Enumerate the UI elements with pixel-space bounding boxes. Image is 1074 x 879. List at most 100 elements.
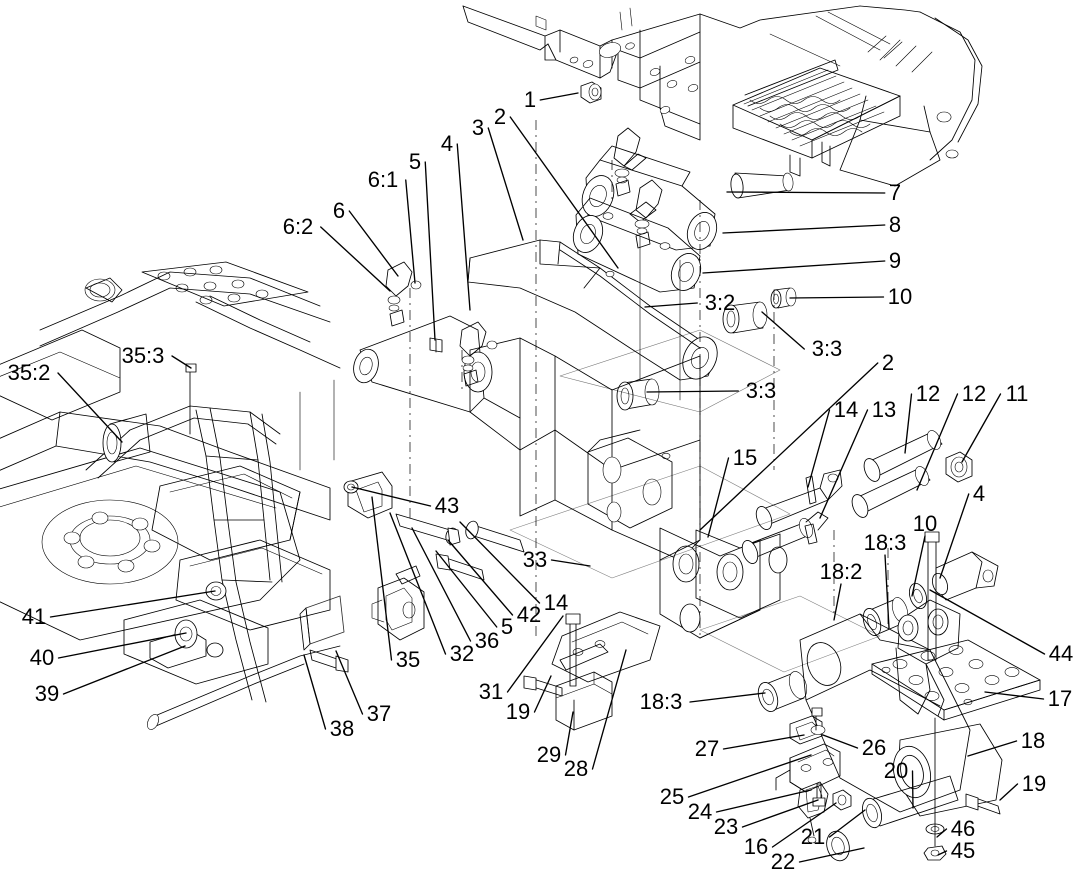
leader-line-3-3 [646, 390, 739, 393]
construction-dash-lines [299, 120, 889, 673]
callout-45: 45 [950, 838, 976, 863]
leader-line-11 [961, 393, 1002, 463]
leader-line-45 [937, 850, 948, 856]
loader-tower-and-cross-tube [353, 315, 788, 639]
leader-line-4 [456, 143, 471, 311]
leader-line-2 [699, 362, 879, 531]
leader-line-5 [424, 161, 436, 341]
leader-line-18-3 [689, 692, 766, 703]
callout-38: 38 [329, 716, 355, 741]
leader-line-23 [741, 799, 819, 828]
callout-14: 14 [833, 397, 859, 422]
leader-line-18-3 [884, 554, 890, 629]
callout-12: 12 [961, 381, 987, 406]
leader-line-35-3 [171, 355, 192, 369]
callout-3-3: 3:3 [745, 378, 777, 403]
callout-19: 19 [505, 699, 531, 724]
callout-35: 35 [395, 647, 421, 672]
leader-line-43 [351, 486, 432, 507]
part-10-bushing [770, 287, 797, 309]
callout-8: 8 [888, 212, 902, 237]
leader-lines [49, 92, 1046, 863]
callout-35-2: 35:2 [7, 360, 51, 385]
callout-23: 23 [713, 814, 739, 839]
callout-19: 19 [1021, 771, 1047, 796]
callout-3-2: 3:2 [704, 290, 736, 315]
callout-40: 40 [29, 645, 55, 670]
part-17-foot-plate [871, 531, 1041, 721]
leader-line-32 [389, 512, 447, 655]
leader-line-15 [707, 457, 730, 538]
callout-9: 9 [888, 248, 902, 273]
leader-line-17 [984, 691, 1045, 700]
leader-line-1 [539, 92, 579, 101]
callout-43: 43 [434, 493, 460, 518]
callout-18-3: 18:3 [639, 689, 683, 714]
callout-35-3: 35:3 [121, 343, 165, 368]
part-1-nut [580, 81, 602, 104]
leader-line-14 [807, 409, 831, 488]
callout-27: 27 [694, 736, 720, 761]
part-28-29-bracket [523, 611, 661, 731]
operator-step-grating [732, 11, 901, 177]
callout-16: 16 [743, 834, 769, 859]
sensor-bracket-group [775, 707, 852, 811]
leader-line-27 [722, 734, 805, 750]
leader-line-21 [828, 809, 866, 838]
callout-13: 13 [871, 397, 897, 422]
callout-2: 2 [881, 350, 895, 375]
callout-21: 21 [800, 824, 826, 849]
leader-line-6-2 [320, 226, 391, 292]
hydraulic-cylinder-lower [572, 179, 702, 293]
leader-line-35-2 [57, 372, 123, 443]
callout-4: 4 [972, 481, 986, 506]
leader-line-6-1 [405, 179, 416, 284]
callout-31: 31 [478, 679, 504, 704]
leader-line-14 [459, 521, 541, 604]
callout-18: 18 [1020, 728, 1046, 753]
leader-line-38 [303, 654, 327, 730]
callout-39: 39 [34, 681, 60, 706]
leader-line-4 [939, 493, 970, 579]
leader-line-19 [999, 783, 1019, 801]
leader-line-12 [916, 393, 959, 491]
leader-line-41 [49, 590, 216, 618]
callout-10: 10 [912, 511, 938, 536]
leader-line-3 [487, 127, 524, 241]
callout-42: 42 [516, 602, 542, 627]
leader-line-36 [411, 527, 472, 642]
callout-37: 37 [366, 701, 392, 726]
callout-24: 24 [687, 799, 713, 824]
callout-15: 15 [732, 445, 758, 470]
callout-14: 14 [543, 590, 569, 615]
leader-line-16 [771, 802, 837, 848]
callout-41: 41 [21, 604, 47, 629]
leader-line-22 [798, 847, 865, 863]
leader-line-5 [435, 550, 498, 628]
callout-44: 44 [1048, 641, 1074, 666]
callout-28: 28 [563, 756, 589, 781]
callout-33: 33 [522, 547, 548, 572]
callout-12: 12 [915, 381, 941, 406]
leader-line-39 [62, 645, 186, 695]
callout-3: 3 [471, 115, 485, 140]
leader-line-10 [911, 535, 926, 597]
leader-line-44 [929, 589, 1046, 655]
callout-11: 11 [1005, 381, 1029, 406]
callout-18-3: 18:3 [863, 530, 907, 555]
leader-line-26 [822, 734, 859, 749]
leader-line-2 [509, 116, 619, 269]
leader-line-25 [687, 754, 812, 798]
leader-line-37 [335, 650, 364, 715]
part-7-pivot-pin [730, 172, 794, 199]
callout-6: 6 [332, 198, 346, 223]
callout-6-1: 6:1 [367, 167, 399, 192]
part-3-3-bushing-a [722, 301, 768, 334]
callout-22: 22 [770, 849, 796, 874]
leader-line-35 [371, 496, 393, 661]
callout-4: 4 [440, 131, 454, 156]
leader-line-46 [936, 828, 948, 838]
callout-20: 20 [883, 758, 909, 783]
callout-32: 32 [449, 641, 475, 666]
